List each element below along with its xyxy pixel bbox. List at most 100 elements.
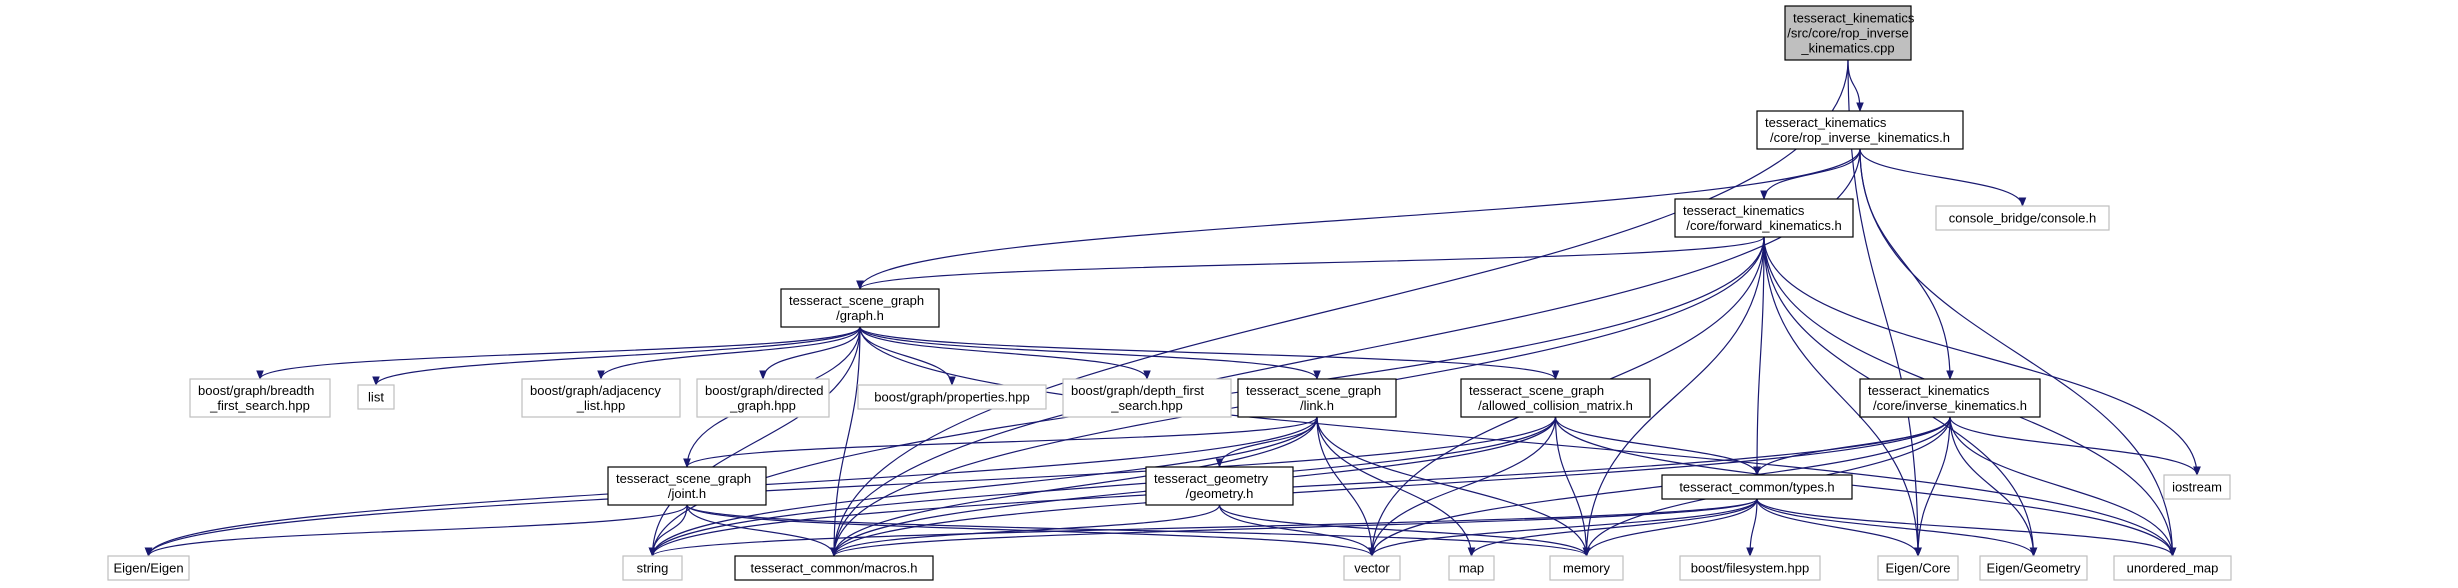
edge-graph-h-to-adjacency bbox=[597, 326, 861, 380]
edge-link-h-to-macros-h bbox=[830, 416, 1318, 557]
node-label-line: tesseract_scene_graph bbox=[616, 471, 751, 486]
edge-types-h-to-string bbox=[648, 498, 1758, 557]
edge-link-h-to-vector bbox=[1316, 416, 1376, 557]
edge-ik-h-to-string bbox=[648, 416, 1951, 557]
node-label-line: /geometry.h bbox=[1186, 486, 1254, 501]
node-box bbox=[1979, 555, 2088, 581]
node-label-line: tesseract_common/macros.h bbox=[751, 561, 918, 576]
node-label-line: /joint.h bbox=[668, 486, 706, 501]
node-joint-h[interactable]: tesseract_scene_graph/joint.h bbox=[607, 466, 767, 506]
node-string: string bbox=[622, 555, 683, 581]
edge-joint-h-to-macros-h bbox=[686, 504, 838, 557]
node-label-line: tesseract_kinematics bbox=[1765, 115, 1887, 130]
edge-fk-h-to-iostream bbox=[1763, 236, 2201, 476]
node-label-line: _first_search.hpp bbox=[209, 398, 310, 413]
edge-fk-h-to-eigen-core bbox=[1763, 236, 1922, 557]
node-box bbox=[607, 466, 767, 506]
node-label-line: list bbox=[368, 390, 384, 405]
node-box bbox=[1784, 5, 1912, 61]
node-box bbox=[1679, 555, 1821, 581]
node-label-line: /graph.h bbox=[836, 308, 884, 323]
node-types-h[interactable]: tesseract_common/types.h bbox=[1661, 474, 1853, 500]
edge-graph-h-to-properties bbox=[859, 326, 956, 386]
node-geometry-h[interactable]: tesseract_geometry/geometry.h bbox=[1145, 466, 1294, 506]
node-graph-h[interactable]: tesseract_scene_graph/graph.h bbox=[780, 288, 940, 328]
node-box bbox=[521, 378, 681, 418]
node-label-line: tesseract_scene_graph bbox=[1246, 383, 1381, 398]
edge-types-h-to-vector bbox=[1368, 498, 1758, 557]
node-box bbox=[622, 555, 683, 581]
edge-ik-h-to-unordered-map bbox=[1949, 416, 2177, 557]
edge-types-h-to-eigen-geometry bbox=[1756, 498, 2038, 557]
edge-graph-h-to-string bbox=[648, 326, 861, 557]
edge-root-to-eigen-core bbox=[1847, 59, 1922, 557]
node-box bbox=[1877, 555, 1959, 581]
edge-ik-h-to-macros-h bbox=[830, 416, 1951, 557]
edge-acm-h-to-memory bbox=[1554, 416, 1591, 557]
edge-acm-h-to-vector bbox=[1368, 416, 1557, 557]
node-properties: boost/graph/properties.hpp bbox=[857, 384, 1047, 410]
edge-graph-h-to-link-h bbox=[859, 326, 1321, 380]
node-macros-h[interactable]: tesseract_common/macros.h bbox=[734, 555, 934, 581]
node-box bbox=[1343, 555, 1401, 581]
node-label-line: unordered_map bbox=[2127, 561, 2219, 576]
node-box bbox=[189, 378, 331, 418]
edge-graph-h-to-dfs bbox=[859, 326, 1151, 380]
node-box bbox=[2163, 474, 2231, 500]
edge-geometry-h-to-vector bbox=[1218, 504, 1376, 557]
node-link-h[interactable]: tesseract_scene_graph/link.h bbox=[1237, 378, 1397, 418]
edge-root-to-rop-ik-h bbox=[1847, 59, 1864, 112]
node-vector: vector bbox=[1343, 555, 1401, 581]
node-label-line: _graph.hpp bbox=[729, 398, 796, 413]
node-bfs: boost/graph/breadth_first_search.hpp bbox=[189, 378, 331, 418]
node-label-line: Eigen/Eigen bbox=[113, 561, 183, 576]
node-label-line: iostream bbox=[2172, 480, 2222, 495]
node-box bbox=[1674, 198, 1854, 238]
node-label-line: boost/graph/depth_first bbox=[1071, 383, 1204, 398]
edge-acm-h-to-string bbox=[648, 416, 1557, 557]
node-unordered-map: unordered_map bbox=[2113, 555, 2232, 581]
edge-ik-h-to-eigen-geometry bbox=[1949, 416, 2038, 557]
edge-link-h-to-string bbox=[648, 416, 1318, 557]
node-box bbox=[107, 555, 190, 581]
edge-rop-ik-h-to-graph-h bbox=[856, 148, 1861, 290]
node-box bbox=[1935, 205, 2110, 231]
node-label-line: tesseract_scene_graph bbox=[789, 293, 924, 308]
node-box bbox=[780, 288, 940, 328]
node-root[interactable]: tesseract_kinematics/src/core/rop_invers… bbox=[1784, 5, 1915, 61]
node-adjacency: boost/graph/adjacency_list.hpp bbox=[521, 378, 681, 418]
edge-acm-h-to-eigen-eigen bbox=[144, 416, 1557, 557]
node-ik-h[interactable]: tesseract_kinematics/core/inverse_kinema… bbox=[1859, 378, 2041, 418]
edge-graph-h-to-acm-h bbox=[859, 326, 1560, 380]
node-label-line: /link.h bbox=[1300, 398, 1334, 413]
node-label-line: Eigen/Geometry bbox=[1987, 561, 2081, 576]
edge-joint-h-to-eigen-eigen bbox=[144, 504, 688, 557]
edge-rop-ik-h-to-unordered-map bbox=[1859, 148, 2177, 557]
edge-types-h-to-macros-h bbox=[830, 498, 1758, 557]
edge-types-h-to-memory bbox=[1582, 498, 1758, 557]
node-box bbox=[1062, 378, 1232, 418]
node-box bbox=[1460, 378, 1651, 418]
edge-rop-ik-h-to-ik-h bbox=[1859, 148, 1954, 380]
edge-ik-h-to-iostream bbox=[1949, 416, 2201, 476]
node-box bbox=[357, 384, 395, 410]
edge-rop-ik-h-to-console-h bbox=[1859, 148, 2027, 207]
node-eigen-eigen: Eigen/Eigen bbox=[107, 555, 190, 581]
edge-fk-h-to-memory bbox=[1582, 236, 1765, 557]
node-directed: boost/graph/directed_graph.hpp bbox=[696, 378, 830, 418]
node-eigen-geometry: Eigen/Geometry bbox=[1979, 555, 2088, 581]
node-label-line: tesseract_kinematics bbox=[1683, 203, 1805, 218]
nodes-layer: tesseract_kinematics/src/core/rop_invers… bbox=[107, 5, 2232, 581]
node-box bbox=[1448, 555, 1495, 581]
node-box bbox=[2113, 555, 2232, 581]
node-fk-h[interactable]: tesseract_kinematics/core/forward_kinema… bbox=[1674, 198, 1854, 238]
node-label-line: vector bbox=[1354, 561, 1390, 576]
node-label-line: _search.hpp bbox=[1110, 398, 1183, 413]
edge-fk-h-to-types-h bbox=[1753, 236, 1765, 476]
node-filesystem: boost/filesystem.hpp bbox=[1679, 555, 1821, 581]
node-rop-ik-h[interactable]: tesseract_kinematics/core/rop_inverse_ki… bbox=[1756, 110, 1964, 150]
node-acm-h[interactable]: tesseract_scene_graph/allowed_collision_… bbox=[1460, 378, 1651, 418]
edge-geometry-h-to-memory bbox=[1218, 504, 1591, 557]
node-list: list bbox=[357, 384, 395, 410]
